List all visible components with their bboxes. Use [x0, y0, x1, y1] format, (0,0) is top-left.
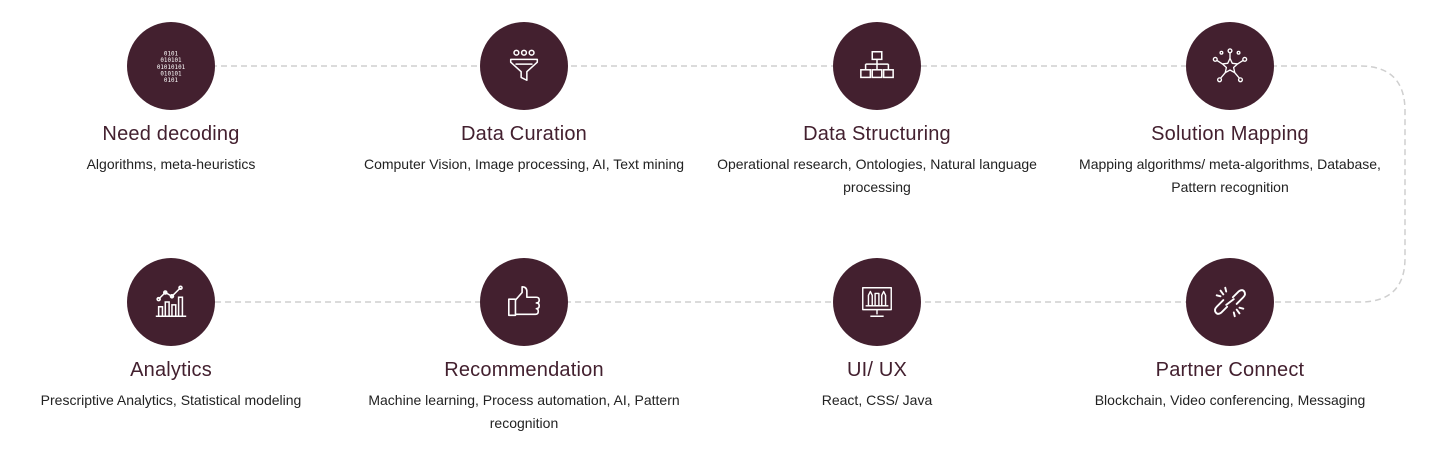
- step-title: Data Curation: [461, 123, 587, 145]
- step-description: Algorithms, meta-heuristics: [86, 156, 256, 172]
- monitor-design-icon: [862, 287, 892, 317]
- step-recommendation: Recommendation Machine learning, Process…: [354, 258, 694, 435]
- step-circle: [833, 22, 921, 110]
- svg-text:010101: 010101: [160, 72, 182, 78]
- step-description: Prescriptive Analytics, Statistical mode…: [40, 392, 302, 408]
- step-title: UI/ UX: [846, 359, 908, 381]
- step-title: Analytics: [130, 359, 212, 381]
- broken-link-icon: [1214, 286, 1246, 318]
- step-circle: [480, 258, 568, 346]
- funnel-icon: [509, 49, 539, 82]
- connector-row1: [171, 65, 1406, 303]
- step-description: Operational research, Ontologies, Natura…: [717, 156, 1037, 195]
- step-title: Data Structuring: [803, 123, 951, 145]
- bar-chart-icon: [155, 285, 187, 318]
- step-description: Computer Vision, Image processing, AI, T…: [363, 156, 685, 172]
- network-star-icon: [1212, 48, 1248, 83]
- svg-text:010101: 010101: [160, 58, 182, 64]
- thumbs-up-icon: [507, 285, 541, 317]
- binary-code-icon: 0101 010101 01010101 010101 0101: [157, 52, 186, 85]
- step-ui-ux: UI/ UX React, CSS/ Java: [707, 258, 1047, 412]
- svg-text:0101: 0101: [164, 52, 179, 58]
- step-solution-mapping: Solution Mapping Mapping algorithms/ met…: [1060, 22, 1400, 199]
- step-data-curation: Data Curation Computer Vision, Image pro…: [354, 22, 694, 176]
- step-description: Machine learning, Process automation, AI…: [368, 392, 680, 431]
- svg-text:0101: 0101: [164, 78, 179, 84]
- step-circle: [1186, 22, 1274, 110]
- step-title: Need decoding: [102, 123, 240, 145]
- step-circle: 0101 010101 01010101 010101 0101: [127, 22, 215, 110]
- step-title: Partner Connect: [1155, 359, 1305, 381]
- step-data-structuring: Data Structuring Operational research, O…: [707, 22, 1047, 199]
- step-circle: [1186, 258, 1274, 346]
- step-description: Blockchain, Video conferencing, Messagin…: [1094, 392, 1366, 408]
- step-description: Mapping algorithms/ meta-algorithms, Dat…: [1079, 156, 1381, 195]
- step-description: React, CSS/ Java: [821, 392, 933, 408]
- svg-text:01010101: 01010101: [157, 65, 186, 71]
- step-need-decoding: 0101 010101 01010101 010101 0101 Need de…: [1, 22, 341, 176]
- step-title: Recommendation: [444, 359, 604, 381]
- step-partner-connect: Partner Connect Blockchain, Video confer…: [1060, 258, 1400, 412]
- step-circle: [833, 258, 921, 346]
- hierarchy-icon: [860, 50, 894, 79]
- step-analytics: Analytics Prescriptive Analytics, Statis…: [1, 258, 341, 412]
- step-circle: [480, 22, 568, 110]
- step-title: Solution Mapping: [1151, 123, 1309, 145]
- step-circle: [127, 258, 215, 346]
